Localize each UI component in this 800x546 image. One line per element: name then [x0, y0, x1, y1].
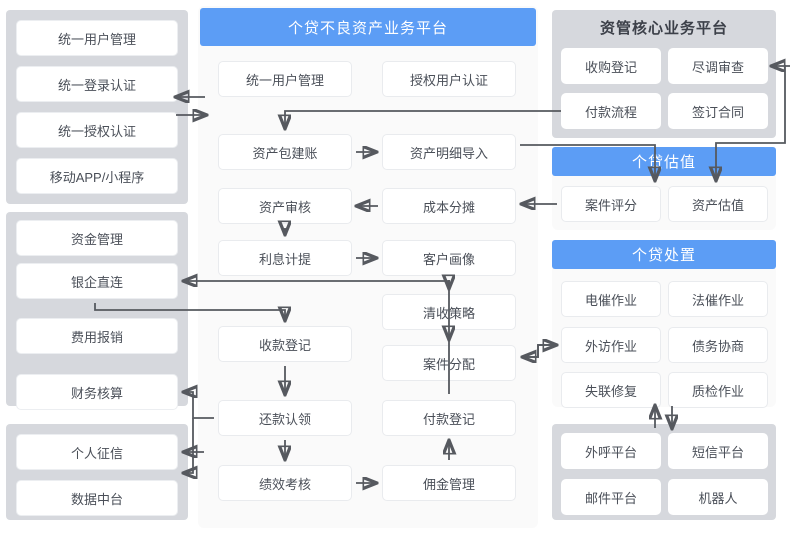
box-sign-contract[interactable]: 签订合同	[668, 93, 768, 129]
box-bank-enterprise-direct[interactable]: 银企直连	[16, 263, 178, 299]
box-acquisition-registration[interactable]: 收购登记	[561, 48, 661, 84]
box-performance-appraisal[interactable]: 绩效考核	[218, 465, 352, 501]
box-unified-login-auth[interactable]: 统一登录认证	[16, 66, 178, 102]
box-case-scoring[interactable]: 案件评分	[561, 186, 661, 222]
box-case-assignment[interactable]: 案件分配	[382, 345, 516, 381]
box-mobile-app-miniprogram[interactable]: 移动APP/小程序	[16, 158, 178, 194]
box-receipt-registration[interactable]: 收款登记	[218, 326, 352, 362]
box-authorized-user-auth[interactable]: 授权用户认证	[382, 61, 516, 97]
box-repayment-claim[interactable]: 还款认领	[218, 400, 352, 436]
box-contact-restore[interactable]: 失联修复	[561, 372, 661, 408]
box-expense-reimbursement[interactable]: 费用报销	[16, 318, 178, 354]
valuation-header: 个贷估值	[552, 147, 776, 176]
box-asset-review[interactable]: 资产审核	[218, 188, 352, 224]
box-data-midplatform[interactable]: 数据中台	[16, 480, 178, 516]
box-cost-allocation[interactable]: 成本分摊	[382, 188, 516, 224]
box-fund-management[interactable]: 资金管理	[16, 220, 178, 256]
box-unified-user-management-left[interactable]: 统一用户管理	[16, 20, 178, 56]
box-outbound-call-platform[interactable]: 外呼平台	[561, 433, 661, 469]
box-payment-process[interactable]: 付款流程	[561, 93, 661, 129]
box-field-visit[interactable]: 外访作业	[561, 327, 661, 363]
box-commission-management[interactable]: 佣金管理	[382, 465, 516, 501]
box-collection-strategy[interactable]: 清收策略	[382, 294, 516, 330]
box-legal-collection[interactable]: 法催作业	[668, 281, 768, 317]
box-unified-authorization-auth[interactable]: 统一授权认证	[16, 112, 178, 148]
box-quality-inspection[interactable]: 质检作业	[668, 372, 768, 408]
box-robot[interactable]: 机器人	[668, 479, 768, 515]
box-customer-profile[interactable]: 客户画像	[382, 240, 516, 276]
box-asset-valuation[interactable]: 资产估值	[668, 186, 768, 222]
center-platform-header: 个贷不良资产业务平台	[200, 8, 536, 46]
disposal-header: 个贷处置	[552, 240, 776, 269]
box-debt-negotiation[interactable]: 债务协商	[668, 327, 768, 363]
box-payment-registration[interactable]: 付款登记	[382, 400, 516, 436]
box-unified-user-management-center[interactable]: 统一用户管理	[218, 61, 352, 97]
box-due-diligence-review[interactable]: 尽调审查	[668, 48, 768, 84]
box-sms-platform[interactable]: 短信平台	[668, 433, 768, 469]
box-financial-accounting[interactable]: 财务核算	[16, 374, 178, 410]
box-asset-package-account[interactable]: 资产包建账	[218, 134, 352, 170]
core-platform-header: 资管核心业务平台	[599, 19, 728, 37]
box-personal-credit[interactable]: 个人征信	[16, 434, 178, 470]
box-email-platform[interactable]: 邮件平台	[561, 479, 661, 515]
box-asset-detail-import[interactable]: 资产明细导入	[382, 134, 516, 170]
box-interest-accrual[interactable]: 利息计提	[218, 240, 352, 276]
box-phone-collection[interactable]: 电催作业	[561, 281, 661, 317]
